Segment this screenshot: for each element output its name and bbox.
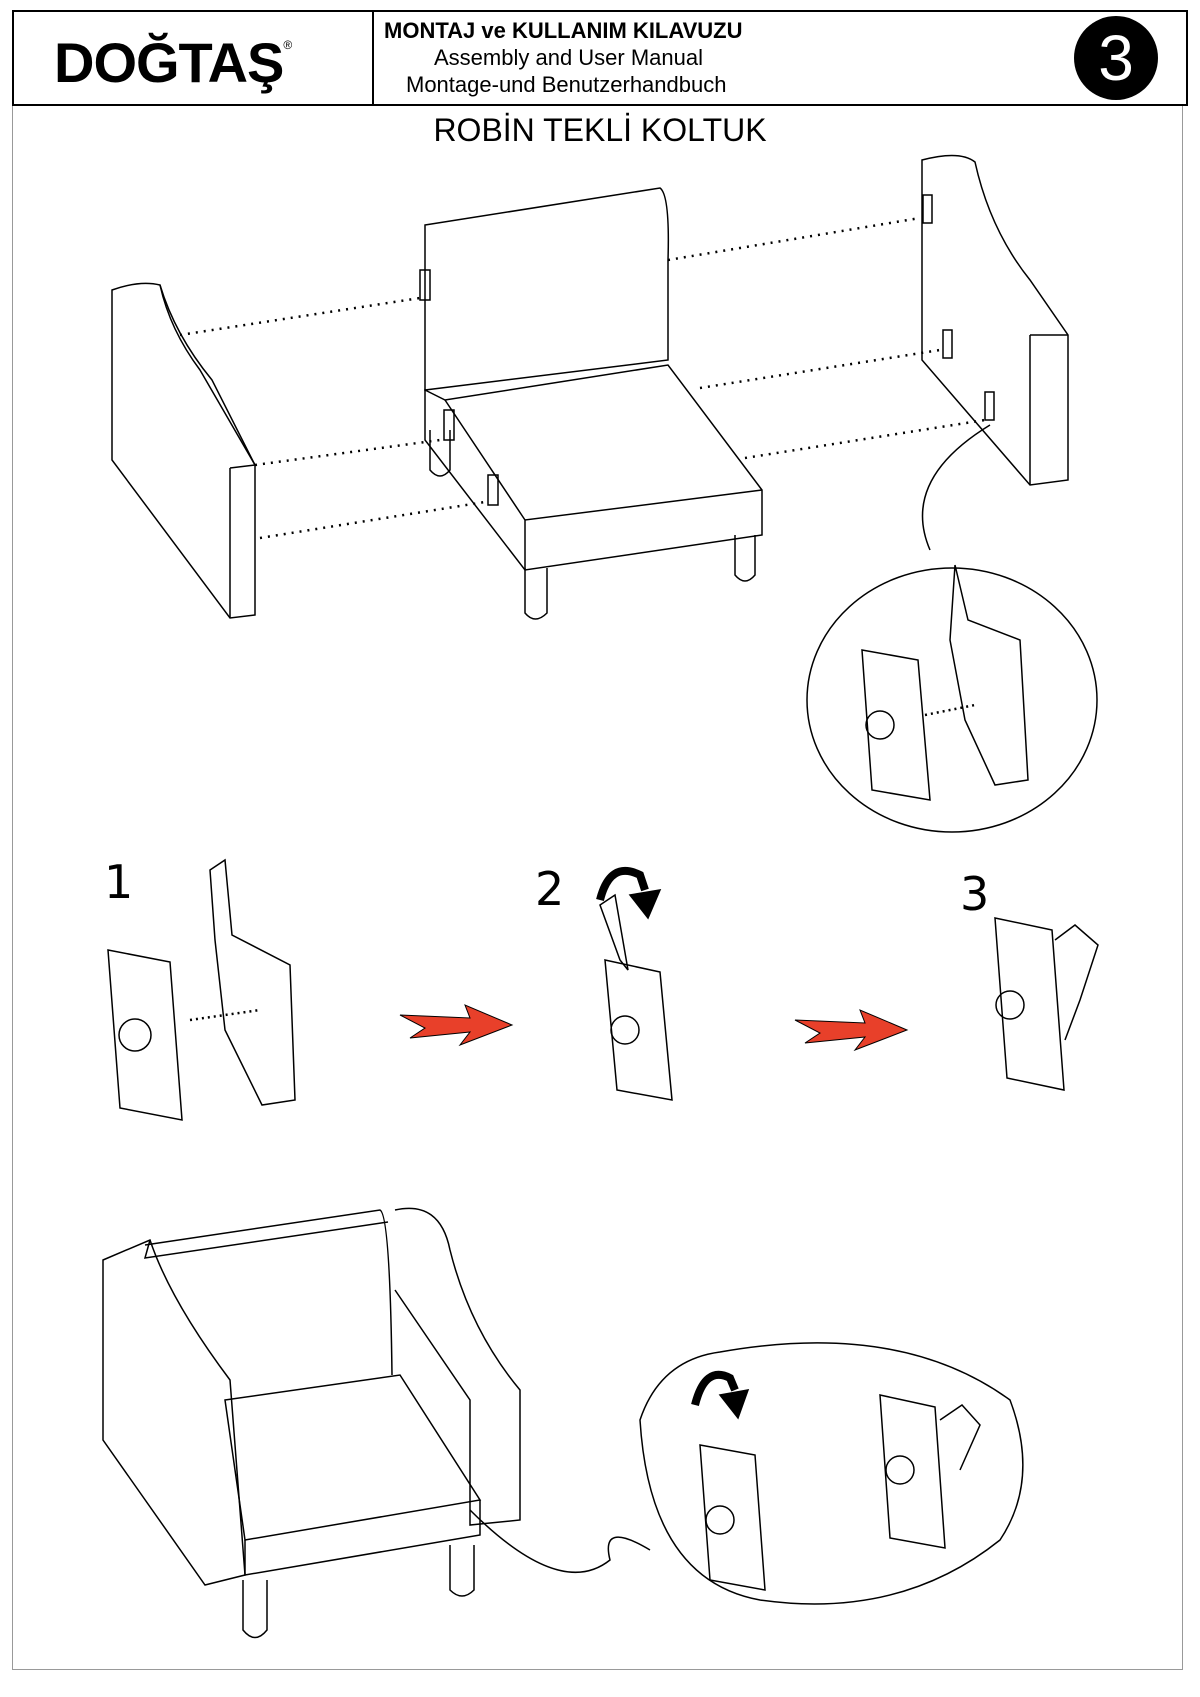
seat-module: [419, 187, 763, 620]
page-number-badge: 3: [1074, 16, 1158, 100]
registered-mark: ®: [283, 38, 292, 52]
bracket-step-3: [994, 917, 1099, 1091]
header: DOĞTAŞ® MONTAJ ve KULLANIM KILAVUZU Asse…: [12, 10, 1188, 106]
red-arrow-icon: [399, 1004, 514, 1047]
detail-callout-assembled: [469, 1342, 1024, 1605]
left-armrest: [111, 282, 256, 619]
red-arrow-icon: [794, 1009, 909, 1052]
logo-text: DOĞTAŞ: [54, 31, 284, 94]
product-title: ROBİN TEKLİ KOLTUK: [433, 112, 767, 148]
logo-cell: DOĞTAŞ®: [14, 12, 374, 104]
rotate-arrow-icon: [691, 1370, 739, 1407]
right-armrest: [921, 154, 1069, 486]
detail-callout-connector: [806, 424, 1098, 833]
rotate-arrowhead-icon: [718, 1389, 750, 1420]
assembled-armchair: [102, 1207, 521, 1639]
brand-logo: DOĞTAŞ®: [54, 30, 292, 95]
dotted-guides: [179, 216, 986, 540]
page-frame: [12, 106, 1183, 1670]
rotate-arrow-icon: [596, 867, 649, 902]
step-number-1: 1: [104, 855, 134, 909]
bracket-step-1: [107, 858, 296, 1121]
title-turkish: MONTAJ ve KULLANIM KILAVUZU: [384, 18, 743, 43]
step-number-2: 2: [535, 862, 565, 916]
bracket-step-2: [599, 893, 673, 1101]
title-english: Assembly and User Manual: [434, 45, 704, 70]
step-number-3: 3: [960, 867, 990, 921]
title-german: Montage-und Benutzerhandbuch: [406, 72, 727, 97]
rotate-arrowhead-icon: [628, 889, 662, 920]
